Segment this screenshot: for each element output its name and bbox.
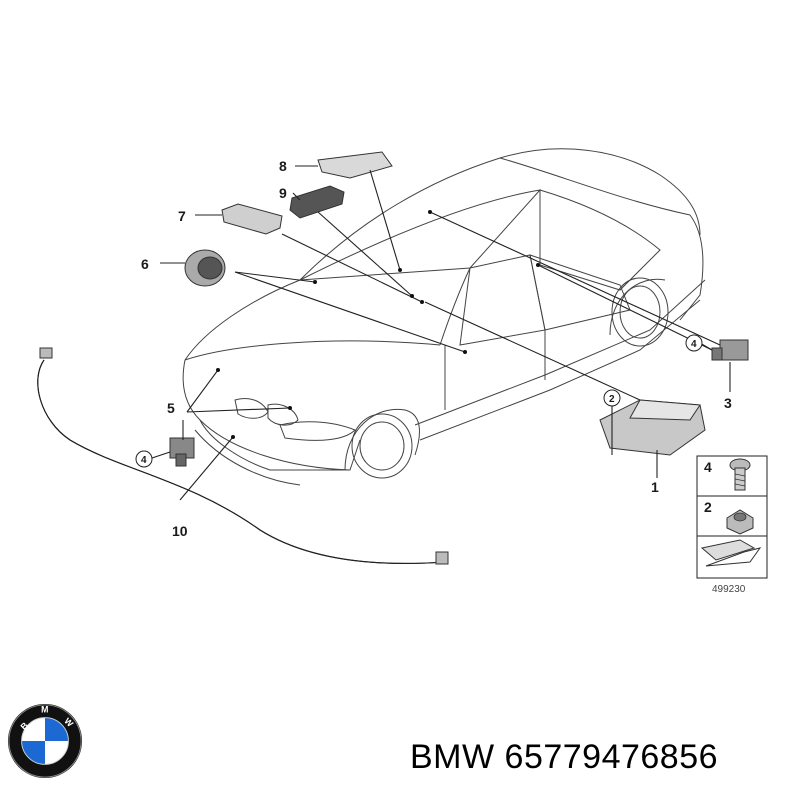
car-outline [182, 148, 706, 486]
callout-circle-4-left: 4 [135, 450, 153, 468]
part-6-speaker [184, 249, 226, 287]
sensor-cable [37, 347, 449, 565]
assembly-arrow-icon [700, 539, 762, 567]
legend-label-2: 2 [704, 499, 712, 515]
callout-6: 6 [141, 256, 149, 272]
callout-1: 1 [651, 479, 659, 495]
diagram-reference-number: 499230 [712, 584, 746, 595]
callout-5: 5 [167, 400, 175, 416]
part-3-sensor [711, 339, 749, 361]
part-9-sensor [289, 185, 345, 219]
callout-9: 9 [279, 185, 287, 201]
bmw-logo: B M W [7, 703, 83, 779]
nut-icon [726, 509, 754, 535]
svg-text:4: 4 [141, 455, 147, 466]
part-5-sensor [169, 437, 195, 467]
callout-circle-4-right: 4 [685, 334, 703, 352]
svg-text:B: B [18, 720, 30, 732]
callout-circle-2: 2 [603, 389, 621, 407]
leader-dots [216, 210, 540, 439]
callout-10: 10 [172, 523, 188, 539]
legend-label-4: 4 [704, 459, 712, 475]
part-7-module [221, 203, 283, 235]
svg-text:4: 4 [691, 339, 697, 350]
part-number-caption: BMW 65779476856 [410, 738, 719, 776]
screw-icon [729, 458, 751, 491]
svg-text:M: M [41, 705, 48, 715]
callout-8: 8 [279, 158, 287, 174]
leader-lines [151, 165, 731, 501]
hardware-legend: 4 2 499230 [696, 455, 768, 595]
callout-7: 7 [178, 208, 186, 224]
svg-text:2: 2 [609, 394, 615, 405]
callout-3: 3 [724, 395, 732, 411]
part-8-panel [317, 151, 393, 179]
